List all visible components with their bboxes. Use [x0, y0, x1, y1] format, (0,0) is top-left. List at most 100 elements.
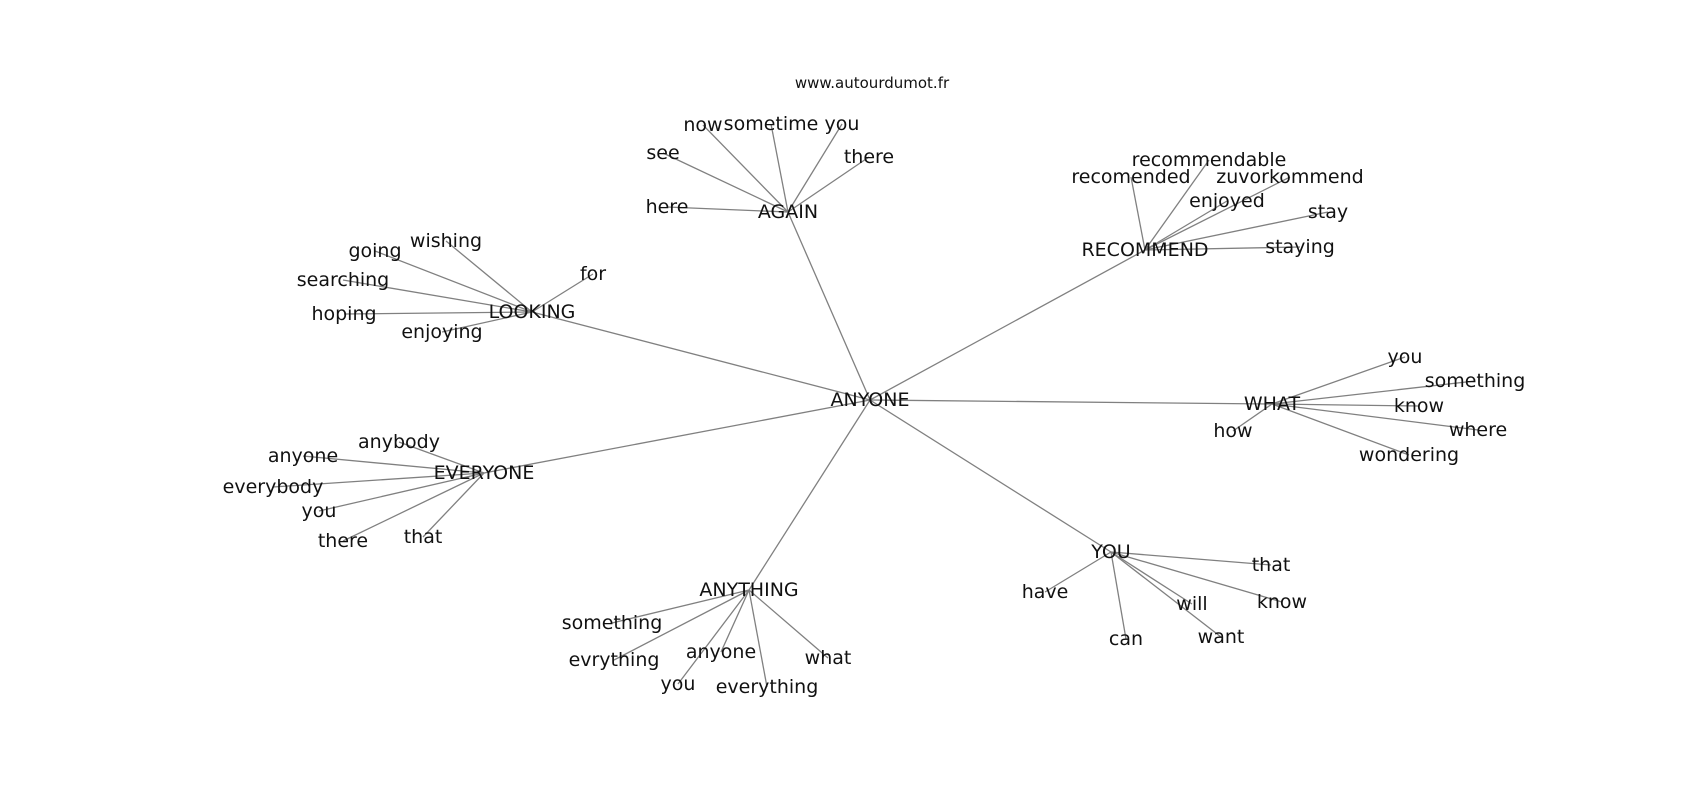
leaf-node-looking-hoping: hoping [311, 303, 376, 325]
edge-everyone-everybody [272, 472, 485, 488]
hub-node-again: AGAIN [758, 201, 818, 223]
edge-anything-what [748, 589, 829, 659]
leaf-node-everyone-anyone: anyone [268, 445, 338, 467]
edge-anything-you [677, 589, 750, 685]
leaf-node-everyone-that: that [404, 526, 443, 548]
edge-again-now [702, 124, 789, 213]
leaf-node-looking-wishing: wishing [410, 230, 482, 252]
hub-node-anything: ANYTHING [699, 579, 798, 601]
edge-anything-something [611, 589, 750, 624]
leaf-node-again-you: you [825, 113, 860, 135]
edge-again-there [787, 156, 870, 213]
leaf-node-anything-you: you [661, 673, 696, 695]
leaf-node-looking-going: going [348, 240, 401, 262]
leaf-node-what-know: know [1394, 395, 1444, 417]
hub-node-you: YOU [1090, 541, 1130, 563]
leaf-node-what-something: something [1425, 370, 1526, 392]
edge-again-here [666, 206, 789, 213]
leaf-node-anything-evrything: evrything [569, 649, 660, 671]
leaf-node-anything-everything: everything [716, 676, 819, 698]
edge-looking-hoping [343, 311, 533, 315]
edge-center-again [787, 211, 871, 401]
edge-recommend-zuvorkommend [1144, 176, 1291, 251]
leaf-node-recommend-zuvorkommend: zuvorkommend [1216, 166, 1363, 188]
edge-what-where [1271, 403, 1479, 431]
edge-what-how [1232, 403, 1273, 432]
leaf-node-recommend-stay: stay [1308, 201, 1348, 223]
leaf-node-again-here: here [646, 196, 689, 218]
graph-edges [272, 123, 1479, 688]
hub-node-everyone: EVERYONE [434, 462, 535, 484]
edge-you-can [1110, 551, 1127, 640]
hub-node-what: WHAT [1244, 393, 1301, 415]
edge-what-know [1271, 403, 1420, 407]
edge-you-know [1110, 551, 1283, 603]
edge-again-sometime [770, 123, 789, 213]
edge-recommend-staying [1144, 246, 1301, 251]
edge-you-that [1110, 551, 1272, 566]
edge-everyone-there [342, 472, 485, 542]
leaf-node-what-you: you [1388, 346, 1423, 368]
edge-recommend-enjoyed [1144, 200, 1228, 251]
edge-looking-searching [342, 279, 533, 313]
leaf-node-again-there: there [844, 146, 894, 168]
edge-you-want [1110, 551, 1222, 638]
edge-again-see [662, 152, 789, 213]
edge-recommend-recomended [1130, 176, 1146, 251]
leaf-node-everyone-you: you [302, 500, 337, 522]
edge-looking-enjoying [441, 311, 533, 333]
edge-anything-anyone [720, 589, 750, 653]
edge-recommend-stay [1144, 211, 1329, 251]
leaf-node-again-see: see [646, 142, 679, 164]
leaf-node-you-know: know [1257, 591, 1307, 613]
edge-center-anything [748, 399, 871, 591]
edge-everyone-that [422, 472, 485, 538]
leaf-node-again-sometime: sometime [724, 113, 819, 135]
leaf-node-what-wondering: wondering [1359, 444, 1459, 466]
edge-again-you [787, 123, 843, 213]
edge-anything-evrything [613, 589, 750, 661]
leaf-node-recommend-recomended: recomended [1071, 166, 1190, 188]
leaf-node-what-how: how [1213, 420, 1252, 442]
edge-center-you [869, 399, 1112, 553]
center-node: ANYONE [831, 389, 910, 411]
leaf-node-recommend-recommendable: recommendable [1132, 149, 1287, 171]
edge-recommend-recommendable [1144, 159, 1210, 251]
edge-what-something [1271, 380, 1476, 405]
source-credit: www.autourdumot.fr [795, 74, 950, 92]
leaf-node-you-that: that [1252, 554, 1291, 576]
leaf-node-you-have: have [1022, 581, 1069, 603]
edge-center-looking [531, 311, 871, 401]
edge-what-wondering [1271, 403, 1410, 456]
edge-everyone-you [318, 472, 485, 512]
edge-looking-for [531, 273, 594, 313]
leaf-node-again-now: now [683, 114, 722, 136]
edge-looking-wishing [445, 240, 533, 313]
leaf-node-anything-something: something [562, 612, 663, 634]
edge-anything-everything [748, 589, 768, 688]
leaf-node-you-will: will [1176, 593, 1207, 615]
edge-you-have [1044, 551, 1112, 593]
leaf-node-anything-anyone: anyone [686, 641, 756, 663]
edge-center-what [869, 399, 1273, 405]
leaf-node-everyone-there: there [318, 530, 368, 552]
leaf-node-everyone-anybody: anybody [358, 431, 440, 453]
leaf-node-recommend-enjoyed: enjoyed [1189, 190, 1265, 212]
leaf-node-everyone-everybody: everybody [223, 476, 324, 498]
leaf-node-looking-searching: searching [297, 269, 390, 291]
edge-center-recommend [869, 249, 1146, 401]
edge-looking-going [374, 250, 533, 313]
edge-everyone-anybody [398, 441, 485, 474]
edge-everyone-anyone [302, 455, 485, 474]
leaf-node-you-want: want [1198, 626, 1245, 648]
leaf-node-looking-enjoying: enjoying [401, 321, 482, 343]
edge-what-you [1271, 356, 1406, 405]
hub-node-looking: LOOKING [489, 301, 576, 323]
hub-node-recommend: RECOMMEND [1081, 239, 1208, 261]
leaf-node-looking-for: for [580, 263, 606, 285]
leaf-node-recommend-staying: staying [1265, 236, 1335, 258]
leaf-node-anything-what: what [805, 647, 852, 669]
leaf-node-you-can: can [1109, 628, 1143, 650]
